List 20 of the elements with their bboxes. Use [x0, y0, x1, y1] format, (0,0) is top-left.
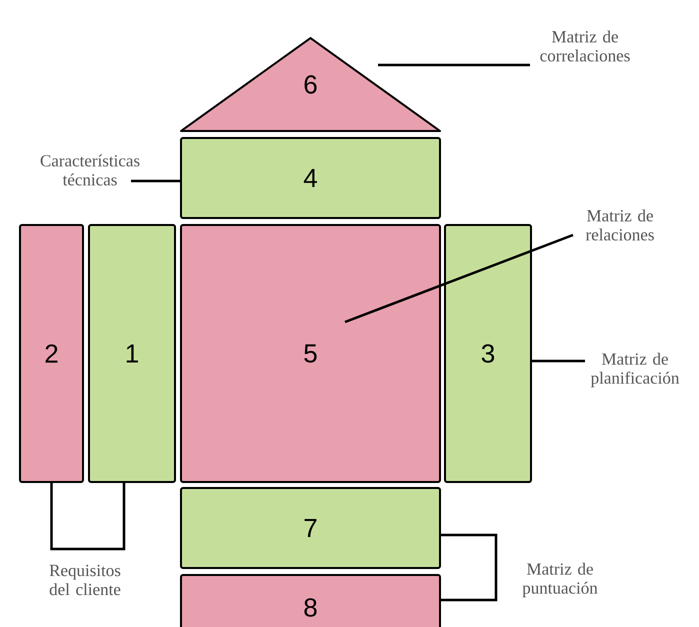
bracket-line [50, 483, 126, 550]
callout-label: Requisitos del cliente [50, 564, 120, 596]
matrix-box: 2 [19, 224, 84, 483]
matrix-box: 8 [180, 574, 441, 627]
leader-line [531, 360, 585, 362]
callout-label: Matriz de puntuación [522, 562, 598, 598]
matrix-box: 7 [180, 487, 441, 569]
callout-label: Matriz de correlaciones [540, 30, 630, 62]
bracket-line [441, 534, 498, 602]
roof-triangle: 6 [180, 37, 441, 132]
callout-label: Matriz de relaciones [586, 210, 654, 240]
matrix-box: 3 [444, 224, 532, 483]
matrix-box: 4 [180, 137, 441, 219]
callout-label: Matriz de planificación [590, 352, 680, 388]
matrix-box: 1 [88, 224, 176, 483]
leader-line [344, 234, 574, 324]
matrix-box: 5 [180, 224, 441, 483]
callout-label: Características técnicas [40, 154, 140, 186]
leader-line [378, 64, 530, 66]
leader-line [131, 180, 181, 182]
